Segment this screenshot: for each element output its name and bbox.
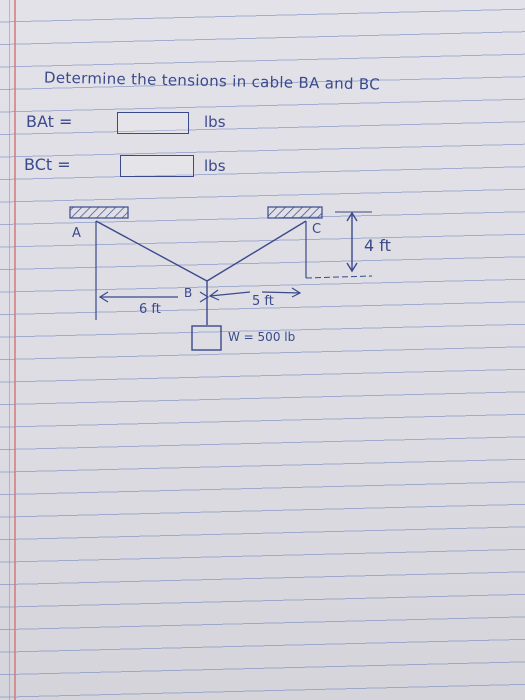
- cable-ba: [95, 220, 208, 282]
- right-support: [267, 206, 323, 219]
- margin-line-outer: [9, 0, 10, 700]
- label-point-c: C: [312, 222, 322, 237]
- right-arrow-left-head: [208, 289, 220, 301]
- label-point-a: A: [72, 226, 81, 241]
- label-dim-right: 5 ft: [252, 294, 274, 309]
- b-marker-arrow: [199, 291, 210, 303]
- answer-unit-bc: lbs: [204, 157, 226, 175]
- right-arrow-right-head: [291, 287, 302, 298]
- right-dimension-left: [209, 291, 251, 297]
- label-dim-height: 4 ft: [364, 236, 391, 255]
- answer-unit-ba: lbs: [204, 113, 226, 131]
- cable-bc: [206, 220, 307, 282]
- weight-box: [191, 325, 222, 351]
- height-arrow-up: [346, 211, 358, 222]
- answer-input-bc[interactable]: [120, 155, 194, 177]
- label-point-b: B: [184, 286, 193, 300]
- margin-line: [14, 0, 16, 700]
- left-support: [69, 206, 129, 219]
- ref-line-bottom: [305, 275, 373, 279]
- answer-input-ba[interactable]: [117, 112, 189, 134]
- label-weight: W = 500 lb: [228, 330, 296, 344]
- height-arrow-down: [346, 262, 358, 273]
- label-dim-left: 6 ft: [139, 302, 161, 317]
- answer-label-bc: BCt =: [24, 155, 71, 174]
- right-dimension-right: [261, 291, 301, 294]
- left-arrow-head: [98, 291, 109, 303]
- answer-label-ba: BAt =: [26, 112, 73, 131]
